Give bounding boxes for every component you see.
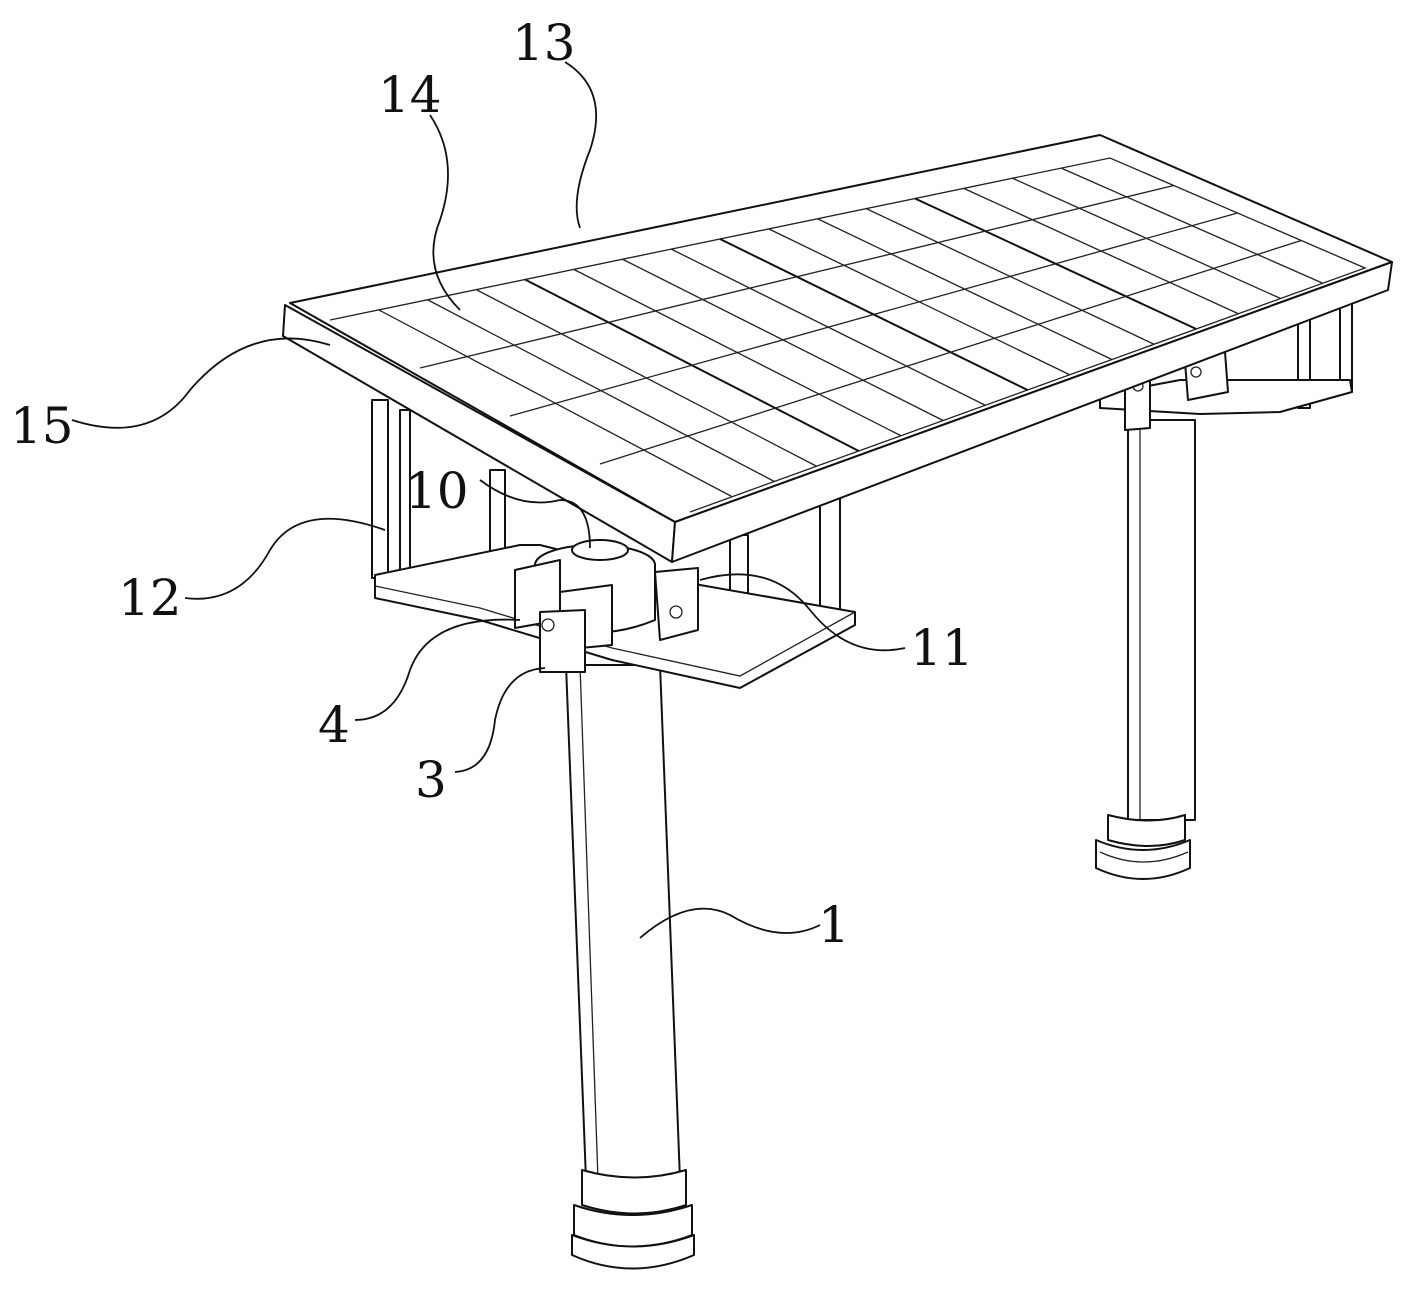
- right-support-pole: [1096, 420, 1195, 879]
- label-1: 1: [818, 896, 850, 954]
- label-11: 11: [910, 619, 974, 677]
- label-3: 3: [415, 751, 447, 809]
- left-support-pole: [566, 665, 694, 1269]
- label-10: 10: [405, 462, 469, 520]
- label-13: 13: [512, 14, 576, 72]
- label-4: 4: [318, 696, 350, 754]
- label-14: 14: [378, 66, 442, 124]
- label-12: 12: [118, 569, 182, 627]
- label-15: 15: [10, 397, 74, 455]
